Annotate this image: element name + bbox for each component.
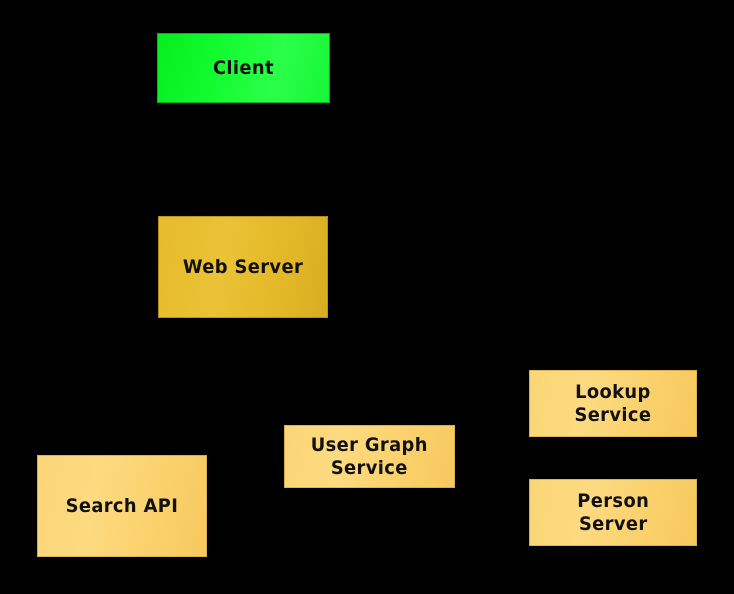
node-web-server[interactable]: Web Server — [158, 216, 328, 318]
node-user-graph-service[interactable]: User Graph Service — [284, 425, 455, 488]
node-lookup-service-label: Lookup Service — [574, 381, 652, 426]
node-client[interactable]: Client — [157, 33, 330, 103]
node-person-server[interactable]: Person Server — [529, 479, 697, 546]
node-web-server-label: Web Server — [182, 255, 304, 278]
node-search-api-label: Search API — [65, 494, 179, 517]
node-client-label: Client — [213, 56, 274, 79]
node-lookup-service[interactable]: Lookup Service — [529, 370, 697, 437]
node-user-graph-service-label: User Graph Service — [310, 434, 429, 479]
node-search-api[interactable]: Search API — [37, 455, 207, 557]
node-person-server-label: Person Server — [577, 490, 649, 535]
